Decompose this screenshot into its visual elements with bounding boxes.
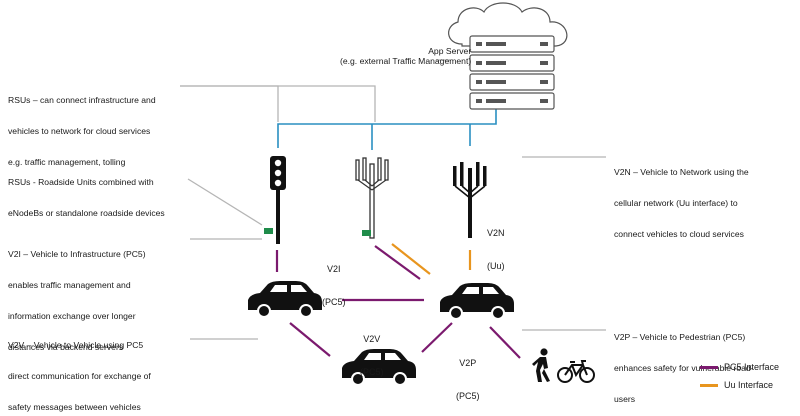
rsu-connect-description: RSUs – can connect infrastructure and ve… xyxy=(8,74,156,188)
legend-item-pc5: PC5 Interface xyxy=(700,362,779,372)
legend-swatch xyxy=(700,383,718,387)
description-line: V2N – Vehicle to Network using the xyxy=(614,166,749,177)
description-line: users xyxy=(614,394,636,405)
description-line: cellular network (Uu interface) to xyxy=(614,198,738,209)
link-label-line: (PC5) xyxy=(360,367,384,377)
description-line: RSUs - Roadside Units combined with xyxy=(8,176,154,187)
description-line: enables traffic management and xyxy=(8,280,131,291)
pc5-car2-ped xyxy=(489,326,521,359)
server-rack-icon xyxy=(469,35,555,110)
link-label-line: (PC5) xyxy=(456,391,480,401)
link-label-line: V2V xyxy=(363,334,381,344)
app-server-subtitle: (e.g. external Traffic Management) xyxy=(340,56,472,67)
rsu-unit-2 xyxy=(362,230,371,236)
description-line: connect vehicles to cloud services xyxy=(614,229,744,240)
description-line: vehicles to network for cloud services xyxy=(8,126,151,137)
link-label-line: V2P xyxy=(459,358,477,368)
app-server-title: App Server xyxy=(428,46,472,56)
pedestrian-icon xyxy=(532,348,550,382)
legend-item-uu: Uu Interface xyxy=(700,380,773,390)
description-line: information exchange over longer xyxy=(8,311,136,322)
leader-rsu-connect-2 xyxy=(180,85,279,122)
cell-tower-icon xyxy=(453,162,487,238)
cell-tower-icon xyxy=(355,157,389,239)
legend-swatch xyxy=(700,365,718,369)
rsu-units-description: RSUs - Roadside Units combined with eNod… xyxy=(8,156,165,239)
traffic-light-icon xyxy=(264,156,286,244)
description-line: RSUs – can connect infrastructure and xyxy=(8,94,156,105)
v2v-link-label: V2V (PC5) xyxy=(360,312,384,400)
v2i-description: V2I – Vehicle to Infrastructure (PC5) en… xyxy=(8,228,146,374)
v2p-link-label: V2P (PC5) xyxy=(456,336,480,416)
car-icon xyxy=(342,349,416,386)
link-label-line: V2I xyxy=(327,264,341,274)
rsu-unit-1 xyxy=(264,228,273,234)
v2n-link-label: V2N (Uu) xyxy=(487,206,505,294)
uu-rsu2-car2 xyxy=(391,243,431,275)
link-label-line: (Uu) xyxy=(487,261,505,271)
pc5-car2-car3 xyxy=(421,322,453,353)
pc5-car1-car3 xyxy=(289,322,331,357)
bicycle-icon xyxy=(557,360,595,383)
description-line: V2P – Vehicle to Pedestrian (PC5) xyxy=(614,331,746,342)
description-line: safety messages between vehicles xyxy=(8,402,141,413)
cloud-icon xyxy=(448,2,568,110)
v2i-link-label: V2I (PC5) xyxy=(322,242,346,330)
legend-label: Uu Interface xyxy=(724,380,774,390)
v2n-description: V2N – Vehicle to Network using the cellu… xyxy=(614,146,749,260)
description-line: eNodeBs or standalone roadside devices xyxy=(8,208,165,219)
link-label-line: V2N xyxy=(487,228,505,238)
leader-rsu-units xyxy=(187,178,263,226)
description-line: distances via backend servers xyxy=(8,342,124,353)
pc5-rsu2-car2 xyxy=(374,245,421,280)
app-server-label: App Server(e.g. external Traffic Managem… xyxy=(340,46,471,67)
backhaul-line xyxy=(277,106,497,148)
v2v-description: V2V – Vehicle to Vehicle using PC5 direc… xyxy=(8,319,151,416)
link-label-line: (PC5) xyxy=(322,297,346,307)
description-line: V2V – Vehicle to Vehicle using PC5 xyxy=(8,339,144,350)
description-line: V2I – Vehicle to Infrastructure (PC5) xyxy=(8,248,146,259)
car-icon xyxy=(440,283,514,320)
description-line: e.g. traffic management, tolling xyxy=(8,157,126,168)
legend-label: PC5 Interface xyxy=(724,362,780,372)
description-line: direct communication for exchange of xyxy=(8,371,151,382)
car-icon xyxy=(248,281,322,318)
